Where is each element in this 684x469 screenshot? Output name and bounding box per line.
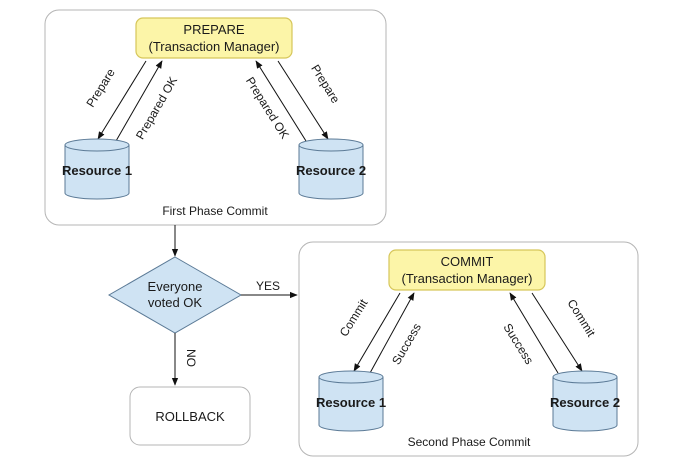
commit-subtitle: (Transaction Manager) [401, 271, 532, 286]
phase2-resource1-cylinder: Resource 1 [316, 370, 386, 432]
phase1-resource1-cylinder: Resource 1 [62, 138, 132, 200]
phase2-resource2-cylinder: Resource 2 [550, 370, 620, 432]
decision-line2: voted OK [148, 295, 203, 310]
rollback-label: ROLLBACK [155, 409, 225, 424]
commit-transaction-manager: COMMIT (Transaction Manager) [388, 249, 546, 291]
arrow-prepare-to-resource2 [277, 60, 329, 140]
phase1-resource1-label: Resource 1 [62, 163, 132, 178]
prepare-subtitle: (Transaction Manager) [148, 39, 279, 54]
phase2-resource1-label: Resource 1 [316, 395, 386, 410]
label-yes: YES [256, 279, 280, 293]
arrow-preparedok-from-resource1 [115, 60, 163, 142]
arrow-success-from-resource2 [509, 292, 559, 374]
arrow-commit-to-resource2 [531, 292, 583, 372]
prepare-transaction-manager: PREPARE (Transaction Manager) [135, 17, 293, 59]
label-no: NO [184, 349, 198, 367]
arrow-preparedok-from-resource2 [255, 60, 307, 142]
arrow-commit-to-resource1 [353, 292, 401, 372]
first-phase-caption: First Phase Commit [162, 204, 268, 218]
prepare-title: PREPARE [183, 22, 244, 37]
arrow-prepare-to-resource1 [97, 60, 147, 140]
phase2-resource2-label: Resource 2 [550, 395, 620, 410]
rollback-box: ROLLBACK [129, 386, 251, 446]
phase1-resource2-cylinder: Resource 2 [296, 138, 366, 200]
commit-title: COMMIT [441, 254, 494, 269]
arrow-success-from-resource1 [369, 292, 415, 374]
second-phase-caption: Second Phase Commit [408, 435, 531, 449]
phase1-resource2-label: Resource 2 [296, 163, 366, 178]
decision-diamond: Everyone voted OK [107, 256, 243, 334]
decision-line1: Everyone [148, 279, 203, 294]
